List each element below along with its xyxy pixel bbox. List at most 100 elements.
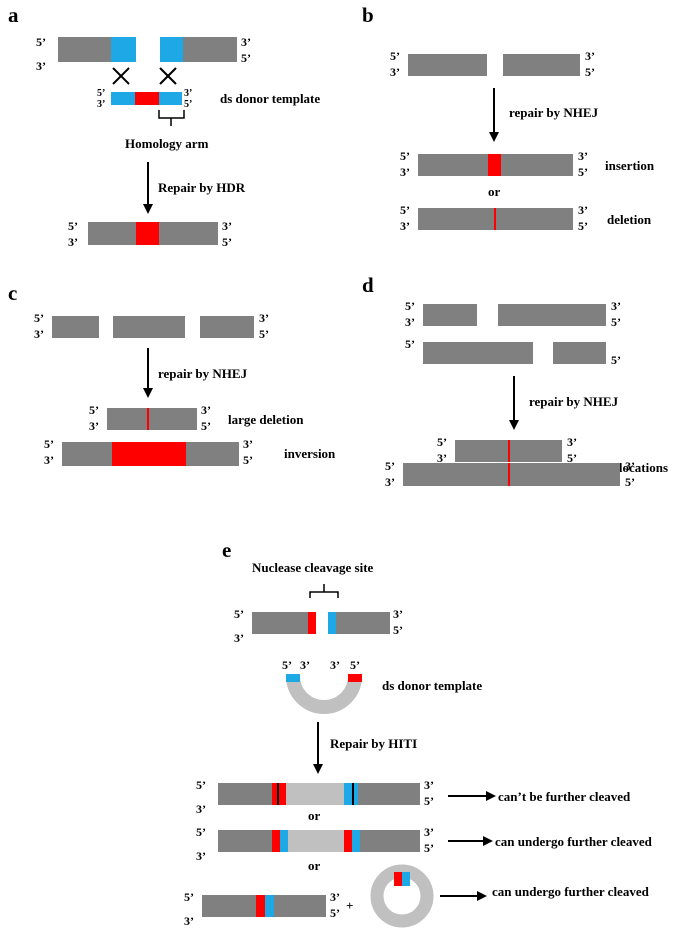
end-label: 3’ [330,890,340,904]
red-junction [272,830,280,852]
dna-fragment [498,304,606,326]
end-label: 3’ [34,327,44,341]
blue-junction [265,895,274,917]
end-label: 5’ [201,419,211,433]
end-label: 5’ [400,203,410,217]
dna-fragment-right [503,54,580,76]
end-label: 5’ [393,623,403,637]
panel-e-letter: e [222,538,231,562]
repair-label: repair by NHEJ [158,366,248,381]
cleavage-site-bracket [309,584,339,598]
panel-b-letter: b [362,3,374,27]
end-label: 3’ [44,453,54,467]
black-marker [352,783,354,805]
cut-chromosome-2: 5’ 5’ [405,337,621,367]
end-label: 5’ [259,327,269,341]
end-label: 3’ [585,49,595,63]
donor-end-blue [286,674,300,682]
repair-label: repair by NHEJ [529,394,619,409]
end-label: 5’ [34,311,44,325]
circular-donor [370,864,434,928]
dna-fragment [553,342,606,364]
red-junction [344,830,352,852]
inverted-segment [112,442,186,466]
end-label: 5’ [390,49,400,63]
end-label: 5’ [68,219,78,233]
deletion-product: 5’ 3’ 3’ 5’ deletion [400,203,652,233]
dna-strand [403,463,620,486]
dna-fragment-left [408,54,487,76]
end-label: 3’ [300,658,310,672]
large-deletion-product: 5’ 3’ 3’ 5’ large deletion [89,403,304,433]
or-label: or [308,808,321,823]
end-label: 3’ [437,451,447,465]
dna-fragment [423,304,477,326]
donor-insert [135,92,160,105]
end-label: 3’ [184,88,192,99]
outcome-label: can’t be further cleaved [498,789,631,804]
end-label: 3’ [196,802,206,816]
end-label: 3’ [243,437,253,451]
large-deletion-label: large deletion [228,412,304,427]
hdr-product: 5’ 3’ 3’ 5’ [68,219,232,249]
end-label: 5’ [243,453,253,467]
panel-a: a 5’ 3’ 3’ 5’ 5’ 3’ 3’ 5’ ds donor templ… [8,3,320,249]
end-label: 5’ [405,299,415,313]
inserted-bases [488,154,501,176]
end-label: 5’ [400,149,410,163]
translocation-product-2: 5’ 3’ 3’ 5’ [385,459,635,489]
end-label: 5’ [350,658,360,672]
panel-d-letter: d [362,273,374,297]
end-label: 5’ [578,165,588,179]
repair-label: repair by NHEJ [509,105,599,120]
junction-site [508,463,510,486]
panel-e: e Nuclease cleavage site 5’ 3’ 3’ 5’ 5’ … [184,538,653,928]
dna-fragment [52,316,99,338]
end-label: 3’ [400,219,410,233]
end-label: 3’ [400,165,410,179]
inserted-sequence [136,222,159,245]
end-label: 3’ [222,219,232,233]
end-label: 3’ [36,59,46,73]
inversion-product: 5’ 3’ 3’ 5’ inversion [44,437,336,467]
end-label: 3’ [578,149,588,163]
end-label: 3’ [625,459,635,473]
end-label: 3’ [393,607,403,621]
end-label: 5’ [97,88,105,99]
or-label: or [308,858,321,873]
cut-dna-b: 5’ 3’ 3’ 5’ [390,49,595,79]
end-label: 3’ [68,235,78,249]
end-label: 3’ [390,65,400,79]
crossover-marks [112,67,177,85]
end-label: 5’ [611,315,621,329]
homology-arm-bracket [158,110,185,126]
end-label: 5’ [234,607,244,621]
dna-fragment [200,316,254,338]
translocation-product-1: 5’ 3’ 3’ 5’ [437,435,577,465]
end-label: 5’ [578,219,588,233]
donor-template-a: 5’ 3’ 3’ 5’ ds donor template [97,88,320,110]
end-label: 5’ [241,51,251,65]
end-label: 5’ [222,235,232,249]
end-label: 5’ [36,35,46,49]
donor-template-label: ds donor template [220,91,320,106]
cut-dna-a: 5’ 3’ 3’ 5’ [36,35,251,73]
cut-dna-c: 5’ 3’ 3’ 5’ [34,311,269,341]
donor-insert [284,830,346,852]
hiti-product-1: 5’ 3’ 3’ 5’ can’t be further cleaved [196,778,631,816]
end-label: 3’ [578,203,588,217]
homology-arm-label: Homology arm [125,136,209,151]
donor-template-e: 5’ 3’ 3’ 5’ ds donor template [282,658,482,714]
end-label: 5’ [282,658,292,672]
dna-fragment [423,342,533,364]
end-label: 3’ [611,299,621,313]
repair-label: Repair by HDR [158,180,246,195]
end-label: 3’ [184,914,194,928]
cut-chromosome-1: 5’ 3’ 3’ 5’ [405,299,621,329]
end-label: 3’ [424,825,434,839]
end-label: 5’ [196,825,206,839]
end-label: 5’ [385,459,395,473]
outcome-label: can undergo further cleaved [492,884,650,899]
blue-junction [344,783,358,805]
